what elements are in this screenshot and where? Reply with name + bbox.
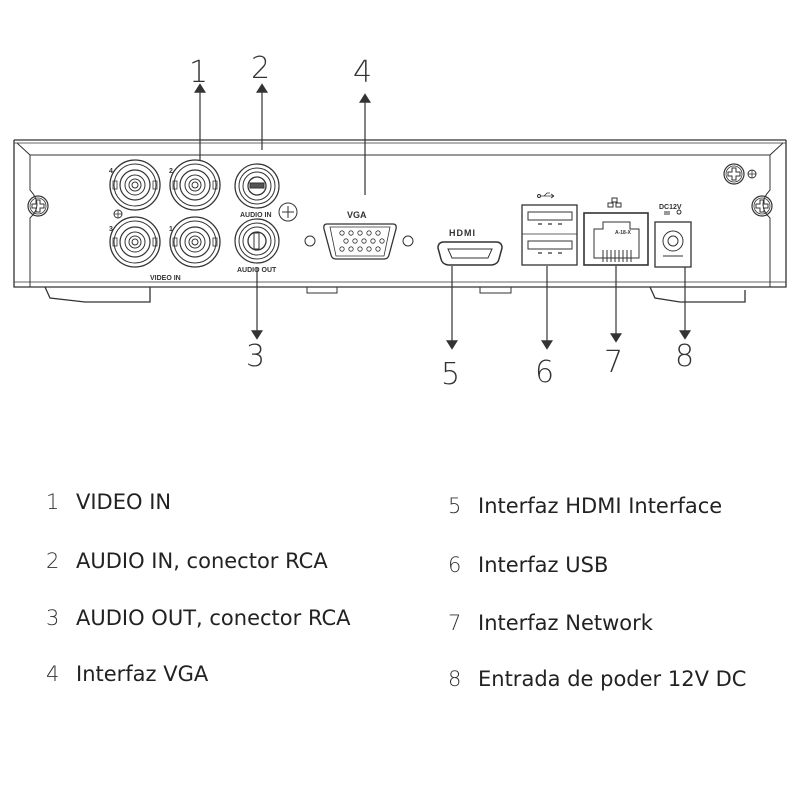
screw-icon (27, 195, 49, 217)
vga-connector (304, 223, 414, 260)
bnc-connector-2 (169, 159, 221, 211)
screw-icon (723, 163, 745, 185)
dvr-rear-panel: 4 2 3 1 VIDEO IN AUDIO IN AUDIO OUT VGA (13, 83, 787, 350)
bnc-connector-4 (109, 159, 161, 211)
hdmi-connector (437, 241, 503, 266)
legend-label: Interfaz VGA (76, 662, 209, 686)
legend-label: Entrada de poder 12V DC (478, 667, 747, 691)
callout-1: 1 (189, 55, 209, 90)
audio-in-label: AUDIO IN (240, 212, 272, 219)
network-connector (583, 197, 649, 266)
bnc-number: 1 (169, 226, 173, 233)
video-in-label: VIDEO IN (150, 275, 181, 282)
callout-8: 8 (675, 339, 695, 374)
screw-icon (751, 195, 773, 217)
bnc-number: 4 (109, 168, 113, 175)
legend-label: VIDEO IN (76, 490, 172, 514)
audio-connectors (234, 163, 298, 264)
leader-lines (194, 83, 691, 350)
legend-label: AUDIO OUT, conector RCA (76, 606, 351, 630)
bnc-connector-1 (169, 216, 221, 268)
legend-label: Interfaz HDMI Interface (478, 494, 723, 518)
usb-connector (521, 192, 578, 266)
bnc-number: 2 (169, 168, 173, 175)
callout-4: 4 (353, 55, 373, 90)
chassis (13, 139, 787, 303)
callout-3: 3 (246, 339, 266, 374)
ground-icon (747, 169, 757, 179)
ground-icon (113, 209, 123, 219)
vga-label: VGA (347, 210, 367, 220)
bnc-connector-3 (109, 216, 161, 268)
legend-label: Interfaz Network (478, 611, 653, 635)
callout-2: 2 (251, 51, 271, 86)
callout-6: 6 (535, 355, 555, 390)
legend-label: Interfaz USB (478, 553, 609, 577)
callout-5: 5 (441, 357, 461, 392)
network-tag: A-18-X (615, 230, 632, 236)
video-in-connectors: 4 2 3 1 VIDEO IN (109, 159, 221, 282)
hdmi-label: HDMI (449, 228, 476, 238)
dc-label: DC12V (659, 204, 682, 211)
callout-7: 7 (604, 345, 624, 380)
legend-label: AUDIO IN, conector RCA (76, 549, 328, 573)
dc-power-jack (654, 209, 692, 268)
bnc-number: 3 (109, 226, 113, 233)
